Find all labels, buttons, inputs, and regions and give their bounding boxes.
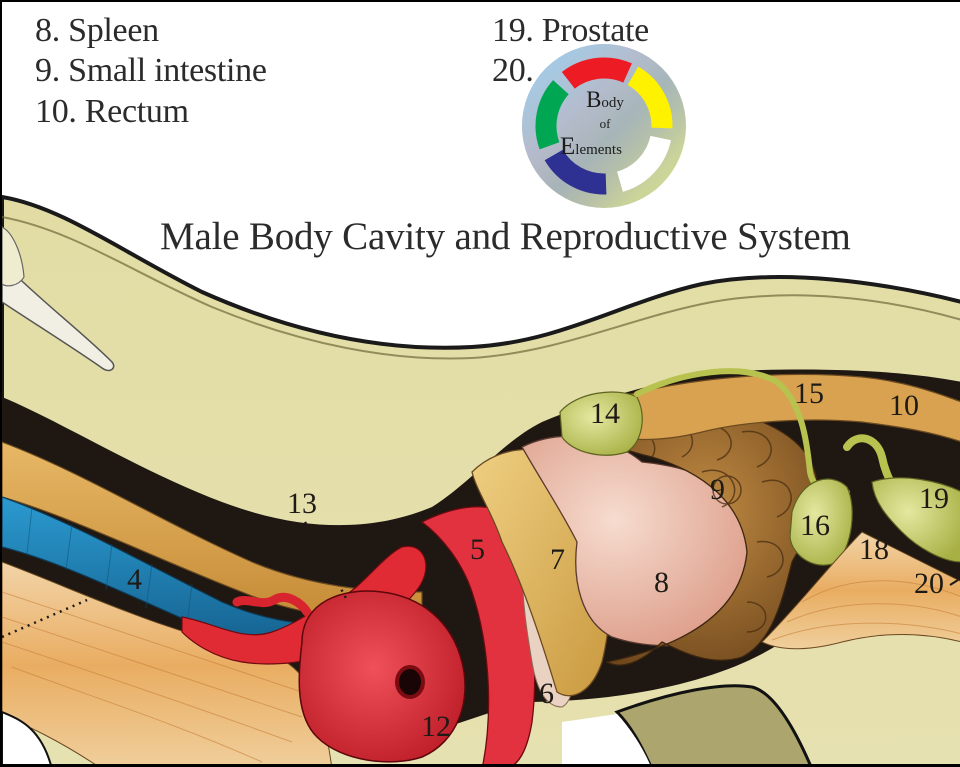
logo-ring — [522, 44, 686, 208]
label-13: 13 — [287, 487, 317, 520]
label-10: 10 — [889, 389, 919, 422]
leader-line-18 — [894, 533, 902, 540]
pulmonary-vessel — [232, 592, 312, 617]
logo-text-lements: lements — [575, 142, 622, 158]
legend-item-prostate: 19. Prostate — [492, 12, 649, 49]
label-9: 9 — [710, 473, 725, 506]
logo-segment-blue — [544, 149, 607, 195]
legend-item-20: 20. — [492, 52, 534, 89]
small-intestine — [591, 406, 819, 666]
fascia-line — [2, 216, 960, 360]
label-4: 4 — [127, 563, 142, 596]
logo-segment-yellow — [627, 66, 673, 129]
logo-segment-white — [616, 135, 672, 192]
label-5: 5 — [470, 533, 485, 566]
figure-title: Male Body Cavity and Reproductive System — [160, 215, 851, 258]
legend-item-small-intestine: 9. Small intestine — [35, 52, 267, 89]
outer-gap — [562, 714, 650, 764]
logo-word-of: of — [599, 116, 611, 131]
label-20: 20 — [914, 567, 944, 600]
outer-gap-left — [2, 710, 52, 764]
rectum — [601, 373, 960, 443]
pelvic-bone — [614, 684, 812, 764]
logo-word-elements: Elements — [560, 134, 660, 159]
epididymis-gland — [559, 391, 643, 456]
seminal-gland — [789, 478, 853, 566]
label-8: 8 — [654, 566, 669, 599]
aorta-opening — [395, 665, 425, 699]
pelvic-muscle — [761, 531, 960, 650]
label-14: 14 — [590, 397, 620, 430]
rib-bone — [2, 260, 115, 372]
logo-segment-red — [561, 57, 632, 89]
prostate — [871, 477, 960, 563]
label-15: 15 — [794, 377, 824, 410]
logo-letter-e: E — [560, 133, 576, 160]
label-6: 6 — [539, 677, 554, 710]
leader-line-13 — [303, 521, 349, 601]
logo-segment-green — [535, 80, 570, 150]
label-12: 12 — [421, 710, 451, 743]
legend-item-rectum: 10. Rectum — [35, 93, 189, 130]
logo-word-body: Body — [575, 88, 635, 111]
label-19: 19 — [919, 482, 949, 515]
heart — [298, 590, 466, 763]
body-of-elements-logo: Body of Elements — [520, 36, 688, 216]
logo-text-ody: ody — [601, 95, 624, 111]
muscle-mass — [2, 561, 332, 764]
label-7: 7 — [550, 543, 565, 576]
leader-line-20 — [949, 579, 959, 586]
label-16: 16 — [800, 509, 830, 542]
label-18: 18 — [859, 533, 889, 566]
leader-line-4 — [2, 598, 88, 639]
rib-bone-cap — [2, 226, 25, 287]
logo-letter-b: B — [586, 87, 602, 112]
legend-item-spleen: 8. Spleen — [35, 12, 159, 49]
